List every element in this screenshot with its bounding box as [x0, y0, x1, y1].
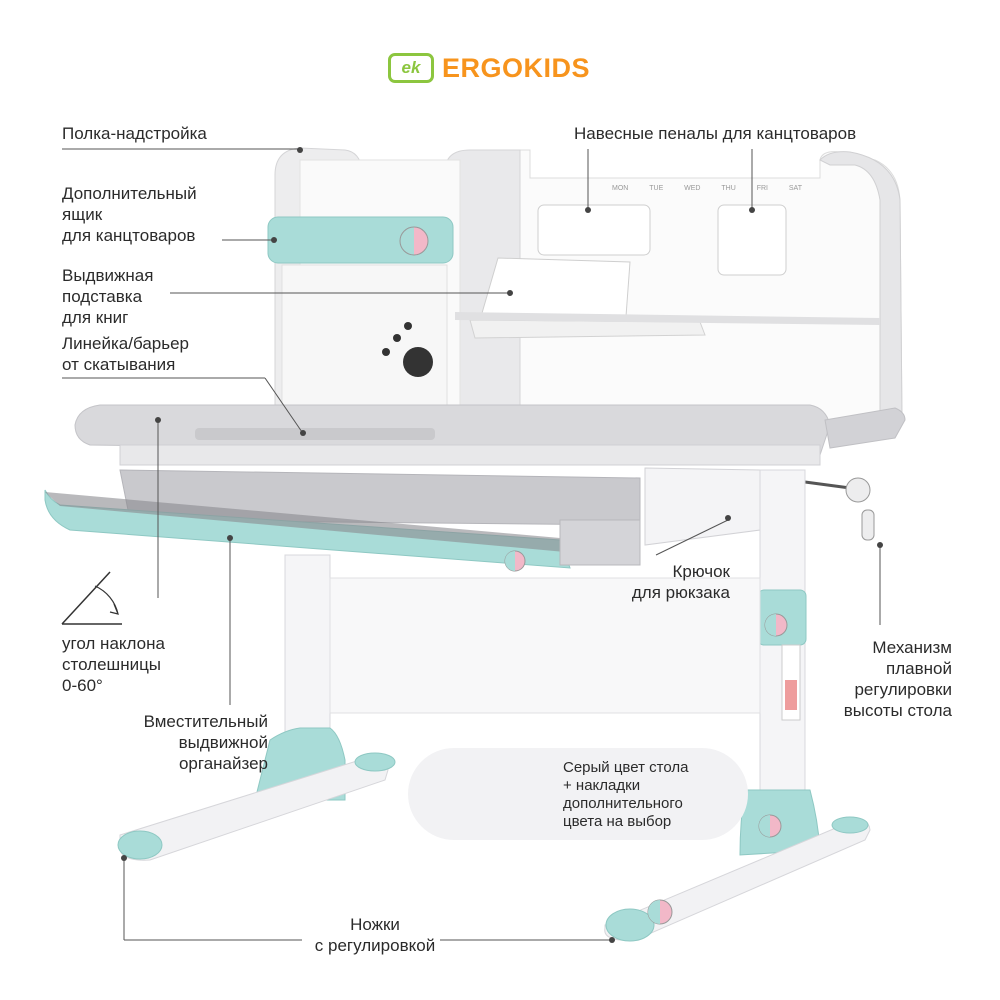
label-line: Дополнительный	[62, 184, 197, 203]
hook-bracket	[644, 467, 761, 546]
label-line: дополнительного	[563, 795, 683, 812]
label-line: Ножки	[350, 915, 400, 934]
brand-logo: ek ERGOKIDS	[388, 51, 590, 85]
label-shelf: Полка-надстройка	[62, 124, 207, 143]
label-color-option: Серый цвет стола + накладки дополнительн…	[563, 759, 688, 831]
label-line: Выдвижная	[62, 266, 154, 285]
label-line: подставка	[62, 287, 143, 306]
modesty-panel	[329, 577, 761, 714]
label-line: Механизм	[872, 638, 952, 657]
label-line: Серый цвет стола	[563, 759, 689, 776]
label-line: регулировки	[854, 680, 952, 699]
board-day: FRI	[756, 185, 768, 192]
desk-top-fixed-part	[824, 407, 906, 449]
ergokids-mark-icon: ek	[388, 53, 434, 83]
tilt-angle-icon	[61, 571, 122, 625]
label-line: столешницы	[62, 655, 162, 674]
board-day: THU	[721, 185, 736, 192]
leader-lines	[62, 147, 883, 943]
label-line: угол наклона	[62, 634, 165, 653]
label-line: высоты стола	[843, 701, 952, 720]
label-line: ящик	[62, 205, 103, 224]
label-hook: Крючок для рюкзака	[600, 561, 730, 603]
color-option-pill	[408, 748, 748, 840]
label-line: для книг	[62, 308, 129, 327]
board-day: TUE	[649, 185, 664, 192]
left-leg	[284, 554, 331, 746]
label-book-stand: Выдвижная подставка для книг	[62, 265, 153, 328]
paw-pad-icon	[403, 347, 433, 377]
desk-top	[74, 404, 831, 456]
label-line: для канцтоваров	[62, 226, 196, 245]
label-legs: Ножки с регулировкой	[300, 914, 450, 956]
label-line: цвета на выбор	[563, 813, 672, 830]
label-line: от скатывания	[62, 355, 176, 374]
label-line: + накладки	[563, 777, 641, 794]
brand-name: ERGOKIDS	[442, 52, 591, 83]
label-extra-box: Дополнительный ящик для канцтоваров	[62, 183, 197, 246]
board-day: WED	[684, 185, 701, 192]
shelf-door	[281, 264, 448, 406]
label-line: с регулировкой	[314, 936, 436, 955]
label-line: Вместительный	[143, 712, 268, 731]
board-day: MON	[612, 185, 629, 192]
label-tilt: угол наклона столешницы 0-60°	[62, 633, 165, 696]
board-days: MON TUE WED THU FRI SAT	[612, 185, 802, 192]
label-line: Крючок	[672, 562, 730, 581]
label-hanging-cases: Навесные пеналы для канцтоваров	[574, 124, 857, 143]
label-line: выдвижной	[178, 733, 268, 752]
ruler-barrier	[195, 428, 435, 440]
crank-handle-icon	[845, 477, 871, 503]
hanging-case-left	[537, 204, 651, 256]
hutch-right-side	[819, 151, 903, 426]
label-line: Линейка/барьер	[62, 334, 190, 353]
label-line: 0-60°	[62, 676, 103, 695]
label-organizer: Вместительный выдвижной органайзер	[100, 711, 268, 774]
label-line: плавной	[886, 659, 952, 678]
hanging-case-right	[717, 204, 787, 276]
organizer-front-blue	[44, 489, 571, 569]
label-line: для рюкзака	[631, 583, 730, 602]
label-line: органайзер	[178, 754, 268, 773]
label-mechanism: Механизм плавной регулировки высоты стол…	[800, 637, 952, 721]
board-day: SAT	[788, 185, 802, 192]
label-ruler: Линейка/барьер от скатывания	[62, 333, 189, 375]
